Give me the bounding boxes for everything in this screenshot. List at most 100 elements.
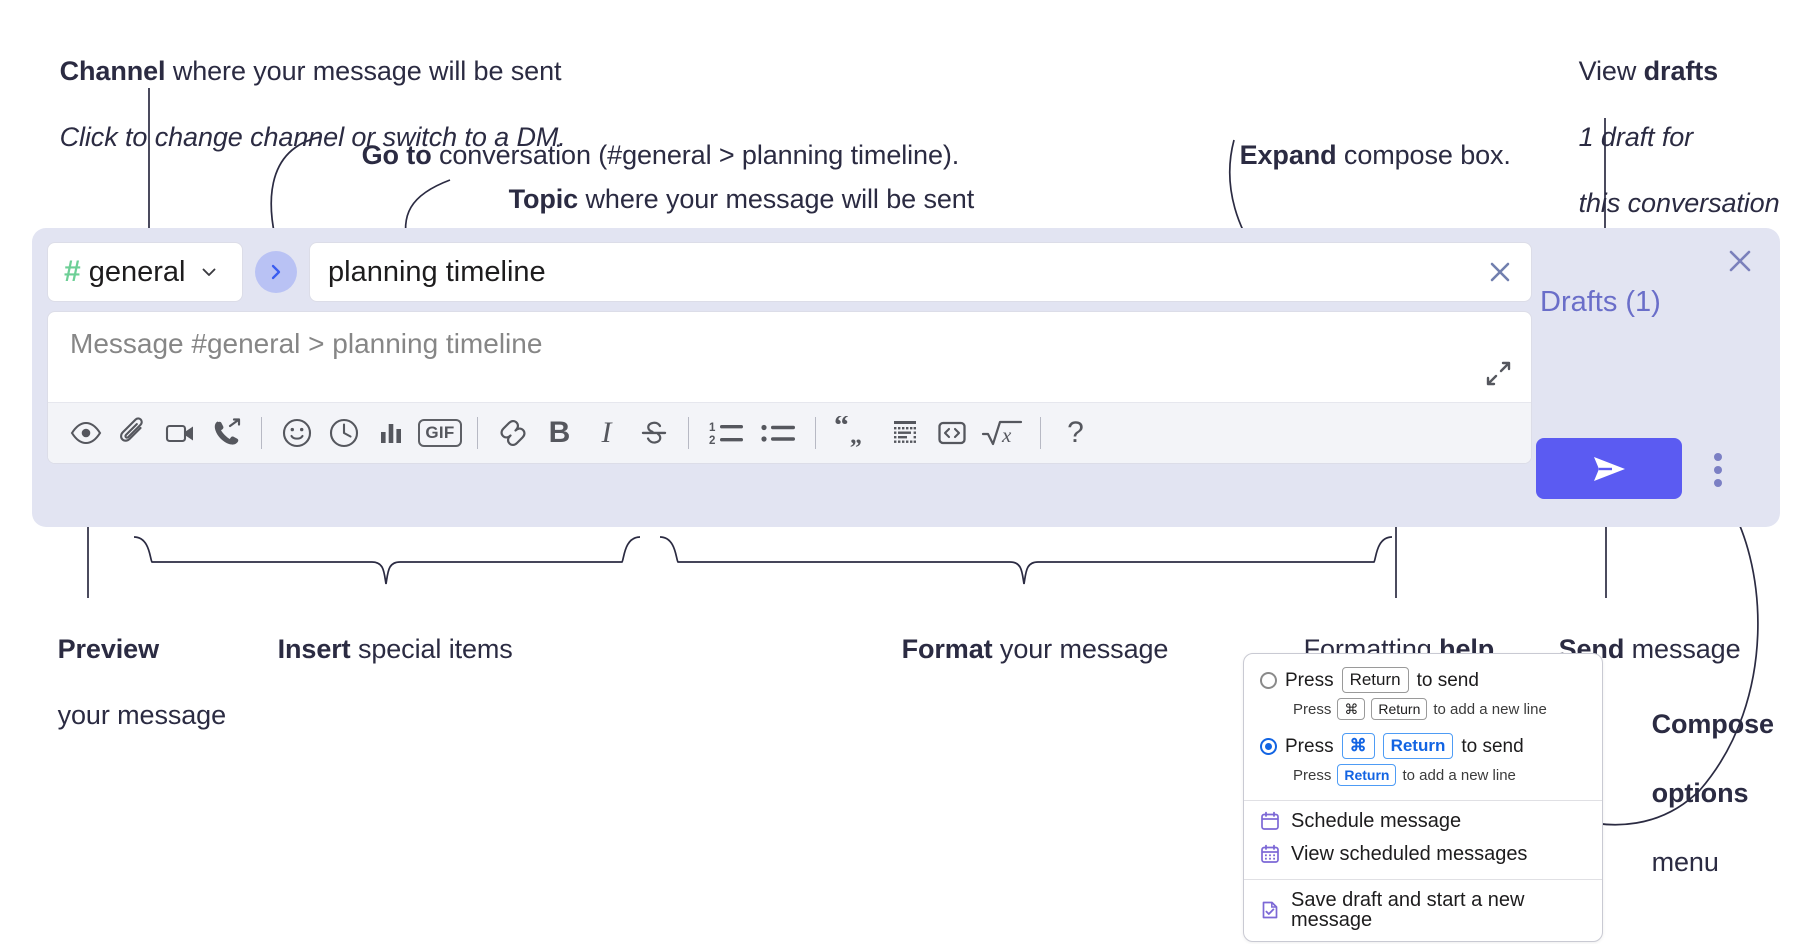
compose-options-button[interactable]: [1706, 450, 1730, 490]
menu-item-label: Save draft and start a new message: [1291, 889, 1525, 931]
annotation-topic-rest: where your message will be sent: [578, 183, 975, 214]
annotation-expand-bold: Expand: [1239, 139, 1337, 170]
close-icon: [1729, 250, 1751, 272]
key-return-2: Return: [1371, 698, 1428, 720]
message-input-area[interactable]: Message #general > planning timeline: [48, 312, 1531, 402]
math-icon[interactable]: x: [975, 410, 1029, 457]
ordered-list-icon[interactable]: 1 2: [700, 410, 752, 457]
divider-2: [477, 417, 478, 449]
bold-icon[interactable]: B: [536, 410, 583, 457]
menu-item-view-scheduled-messages[interactable]: View scheduled messages: [1244, 838, 1602, 871]
key-cmd-2: ⌘: [1341, 733, 1375, 759]
radio-return[interactable]: [1260, 671, 1277, 689]
menu-option-return-sub: Press ⌘ Return to add a new line: [1293, 698, 1588, 720]
cmd-return-pre: Press: [1285, 735, 1334, 757]
menu-item-label: Schedule message: [1291, 810, 1462, 832]
topic-input[interactable]: planning timeline: [328, 255, 546, 288]
document-check-icon: [1262, 901, 1278, 919]
italic-icon[interactable]: I: [583, 410, 630, 457]
clear-topic-button[interactable]: [1483, 255, 1517, 289]
help-icon[interactable]: ?: [1052, 410, 1099, 457]
divider-3: [688, 417, 689, 449]
strikethrough-icon[interactable]: [630, 410, 677, 457]
bulleted-list-icon[interactable]: [752, 410, 804, 457]
menu-item-label: View scheduled messages: [1291, 843, 1528, 865]
calendar-icon: [1261, 811, 1279, 830]
blockquote-icon[interactable]: “ „: [827, 410, 881, 457]
menu-item-save-draft[interactable]: Save draft and start a new message: [1244, 884, 1602, 937]
channel-name-label: general: [88, 255, 186, 288]
return-post: to send: [1416, 669, 1479, 691]
close-compose-button[interactable]: [1724, 245, 1758, 279]
kebab-dot-3: [1714, 479, 1722, 487]
divider-1: [261, 417, 262, 449]
key-return: Return: [1341, 667, 1409, 693]
gif-icon[interactable]: GIF: [414, 410, 466, 457]
radio-cmd-return[interactable]: [1260, 737, 1277, 755]
gif-label: GIF: [418, 419, 462, 447]
annotation-channel-italic: Click to change channel or switch to a D…: [59, 121, 566, 152]
cmd-sub-post: to add a new line: [1402, 766, 1516, 784]
go-to-conversation-button[interactable]: [255, 251, 297, 293]
annotation-topic: Topic where your message will be sent: [479, 150, 975, 249]
preview-icon[interactable]: [62, 410, 109, 457]
annotation-insert-rest: special items: [350, 633, 513, 664]
annotation-drafts-plain: View: [1578, 55, 1644, 86]
annotation-drafts: View drafts 1 draft for this conversatio…: [1549, 22, 1780, 253]
return-sub-pre: Press: [1293, 700, 1332, 718]
annotation-format-rest: your message: [992, 633, 1169, 664]
channel-selector[interactable]: # general: [47, 242, 243, 302]
formatting-toolbar: GIF B: [48, 402, 1531, 463]
annotation-format: Format your message: [872, 600, 1169, 699]
divider-4: [815, 417, 816, 449]
menu-divider-2: [1244, 879, 1602, 880]
message-box: Message #general > planning timeline: [47, 311, 1532, 464]
code-block-icon[interactable]: [881, 410, 928, 457]
menu-option-press-cmd-return[interactable]: Press ⌘ Return to send Press Return to a…: [1244, 726, 1602, 792]
return-pre: Press: [1285, 669, 1334, 691]
menu-option-cmd-return-main: Press ⌘ Return to send: [1260, 733, 1588, 759]
annotation-compose-bold1: Compose: [1651, 708, 1774, 739]
expand-compose-button[interactable]: [1483, 358, 1517, 392]
help-label: ?: [1067, 416, 1084, 449]
video-camera-icon[interactable]: [156, 410, 203, 457]
close-icon: [1490, 262, 1510, 282]
annotation-preview-rest: your message: [57, 699, 226, 730]
return-sub-post: to add a new line: [1433, 700, 1547, 718]
expand-arrows-icon: [1486, 361, 1511, 386]
hash-icon: #: [64, 255, 81, 288]
menu-option-return-main: Press Return to send: [1260, 667, 1588, 693]
menu-item-schedule-message[interactable]: Schedule message: [1244, 805, 1602, 838]
menu-option-press-return[interactable]: Press Return to send Press ⌘ Return to a…: [1244, 660, 1602, 726]
annotation-format-bold: Format: [901, 633, 993, 664]
kebab-dot-2: [1714, 466, 1722, 474]
annotation-insert: Insert special items: [248, 600, 513, 699]
annotation-drafts-bold: drafts: [1643, 55, 1719, 86]
annotation-goto: Go to conversation (#general > planning …: [332, 106, 960, 205]
svg-text:“: “: [834, 416, 849, 442]
drafts-link[interactable]: Drafts (1): [1540, 286, 1661, 318]
emoji-icon[interactable]: [273, 410, 320, 457]
bar-chart-icon[interactable]: [367, 410, 414, 457]
clock-icon[interactable]: [320, 410, 367, 457]
annotation-drafts-italic1: 1 draft for: [1578, 121, 1694, 152]
cmd-sub-pre: Press: [1293, 766, 1332, 784]
cmd-return-post: to send: [1461, 735, 1524, 757]
annotation-drafts-italic2: this conversation: [1578, 187, 1780, 218]
send-message-button[interactable]: [1536, 438, 1682, 499]
italic-label: I: [601, 416, 612, 449]
bold-label: B: [548, 416, 571, 449]
annotation-insert-bold: Insert: [277, 633, 351, 664]
kebab-dot-1: [1714, 453, 1722, 461]
calendar-grid-icon: [1261, 844, 1279, 863]
code-icon[interactable]: [928, 410, 975, 457]
svg-text:x: x: [1001, 423, 1012, 447]
attachment-icon[interactable]: [109, 410, 156, 457]
link-icon[interactable]: [489, 410, 536, 457]
topic-input-wrapper[interactable]: planning timeline: [309, 242, 1532, 302]
key-return-3: Return: [1382, 733, 1454, 759]
menu-option-cmd-return-sub: Press Return to add a new line: [1293, 764, 1588, 786]
annotation-compose-bold2: options: [1651, 777, 1749, 808]
phone-forward-icon[interactable]: [203, 410, 250, 457]
